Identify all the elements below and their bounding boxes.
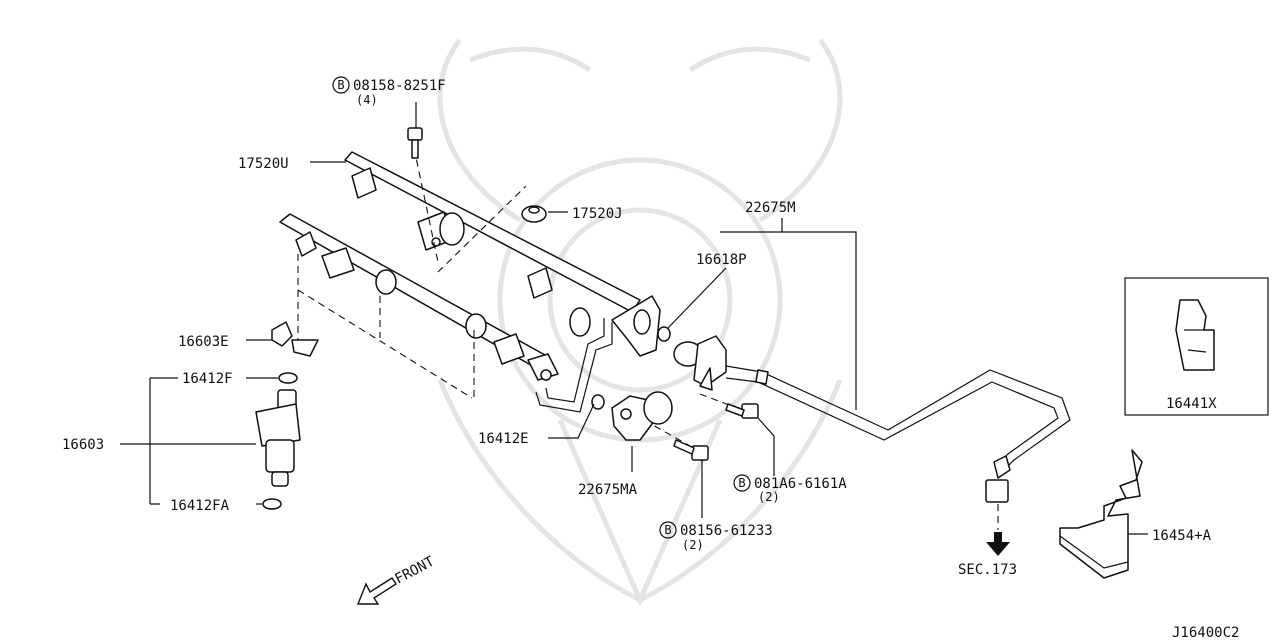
fuel-rail-upper[interactable] [344, 151, 641, 337]
label-bolt-low: 08156-61233 [680, 523, 773, 539]
bolt-symbol-low: B [659, 521, 677, 539]
label-regulator: 22675MA [578, 482, 638, 498]
label-oring-reg: 16618P [696, 252, 747, 268]
front-label: FRONT [392, 553, 437, 587]
clip-16441X[interactable] [1175, 299, 1215, 371]
label-bolt-mid: 081A6-6161A [754, 476, 847, 492]
label-hose: 22675M [745, 200, 796, 216]
svg-text:B: B [664, 523, 671, 537]
seal-16412E[interactable] [591, 394, 605, 410]
bolt-08156-61233[interactable] [673, 439, 709, 461]
hose-22675M[interactable] [673, 335, 1071, 503]
label-inset-part: 16441X [1166, 396, 1217, 412]
sec-arrow [986, 532, 1010, 556]
label-rail-upper: 17520U [238, 156, 289, 172]
bolt-081A6-6161A[interactable] [725, 403, 759, 419]
fuel-rail-lower[interactable] [279, 213, 559, 381]
label-sec-ref: SEC.173 [958, 562, 1017, 578]
diagram-id: J16400C2 [1172, 625, 1239, 639]
svg-text:B: B [738, 476, 745, 490]
bracket-16454A[interactable] [1059, 449, 1143, 579]
bolt-symbol-mid: B [733, 474, 751, 492]
front-arrow: FRONT [356, 553, 438, 605]
oring-16618P[interactable] [657, 326, 671, 342]
leader-lines [120, 102, 1148, 535]
label-spacer: 17520J [572, 206, 623, 222]
bolt-symbol-top: B [332, 76, 350, 94]
label-bolt-top: 08158-8251F [353, 78, 446, 94]
label-seal-top: 16412F [182, 371, 233, 387]
label-seal-bottom: 16412FA [170, 498, 230, 514]
regulator-22675MA[interactable] [611, 391, 673, 441]
label-seal-reg: 16412E [478, 431, 529, 447]
crossover-pipe [535, 295, 661, 413]
label-bolt-low-qty: (2) [682, 538, 704, 552]
label-clip: 16603E [178, 334, 229, 350]
bolt-08158-8251F[interactable] [407, 127, 423, 159]
label-injector: 16603 [62, 437, 104, 453]
injector-16603[interactable] [255, 389, 301, 487]
seal-16412F[interactable] [278, 372, 298, 384]
clip-16603E[interactable] [271, 321, 319, 357]
svg-text:B: B [337, 78, 344, 92]
label-bolt-top-qty: (4) [356, 93, 378, 107]
spacer-17520J[interactable] [521, 205, 547, 223]
inset-box [1124, 277, 1269, 416]
label-bolt-mid-qty: (2) [758, 490, 780, 504]
seal-16412FA[interactable] [262, 498, 282, 510]
label-bracket: 16454+A [1152, 528, 1212, 544]
